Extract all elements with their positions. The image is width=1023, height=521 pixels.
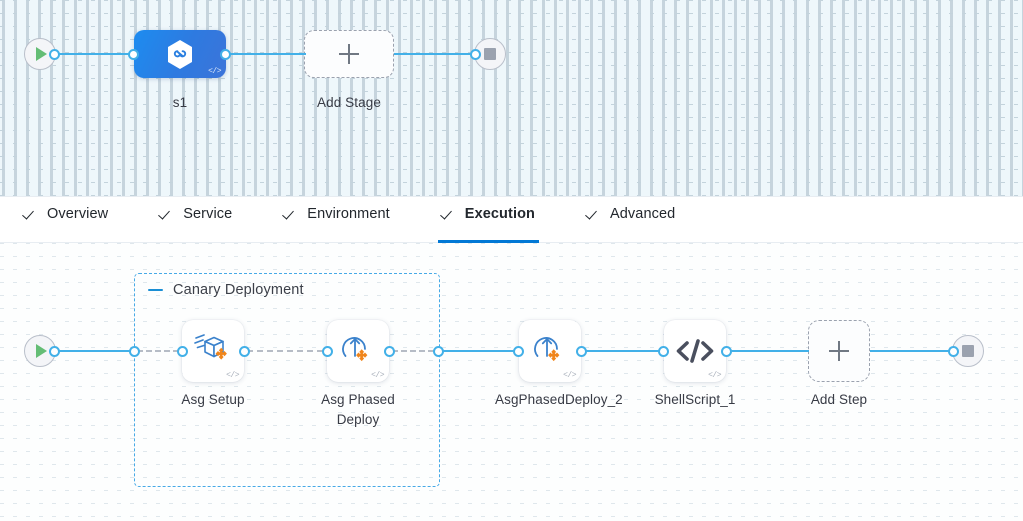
connector-group-entry-to-asg-setup: [137, 350, 179, 352]
shellscript-1-input-port[interactable]: [658, 346, 669, 357]
asg-setup-output-port[interactable]: [239, 346, 250, 357]
group-exit-port[interactable]: [433, 346, 444, 357]
tab-label: Execution: [464, 205, 535, 222]
tab-label: Advanced: [610, 205, 676, 222]
tab-service[interactable]: Service: [156, 196, 236, 242]
asg-phased-deploy-icon: [534, 337, 560, 362]
step-group-title: Canary Deployment: [173, 282, 304, 298]
connector-start-to-s1: [56, 53, 134, 55]
stage-label-s1: s1: [172, 95, 188, 110]
plus-icon: [339, 44, 359, 64]
asg-phased-deploy-2-input-port[interactable]: [513, 346, 524, 357]
tab-advanced[interactable]: Advanced: [583, 196, 679, 242]
connector-group-to-asg-phased-deploy-2: [440, 350, 515, 352]
step-node-asg-setup[interactable]: </>: [182, 320, 244, 382]
connector-s1-to-add-stage: [226, 53, 306, 55]
tab-label: Service: [183, 205, 233, 222]
connector-asg-phased-deploy-to-group-exit: [392, 350, 434, 352]
tab-overview[interactable]: Overview: [20, 196, 112, 242]
check-icon: [24, 207, 38, 221]
harness-hexagon-icon: [166, 39, 194, 70]
add-stage-label: Add Stage: [317, 95, 381, 110]
step-group-canary-deployment[interactable]: [134, 273, 440, 487]
step-node-shellscript-1[interactable]: </>: [664, 320, 726, 382]
stage-s1-output-port[interactable]: [220, 49, 231, 60]
step-node-asg-phased-deploy[interactable]: </>: [327, 320, 389, 382]
stop-icon: [484, 48, 496, 60]
asg-phased-deploy-2-output-port[interactable]: [576, 346, 587, 357]
code-badge: </>: [226, 371, 239, 380]
check-icon: [284, 207, 298, 221]
step-node-asg-phased-deploy-2[interactable]: </>: [519, 320, 581, 382]
code-badge: </>: [708, 371, 721, 380]
asg-setup-input-port[interactable]: [177, 346, 188, 357]
play-icon: [36, 344, 47, 358]
connector-asg-setup-to-asg-phased-deploy: [247, 350, 323, 352]
step-label-asg-setup: Asg Setup: [181, 392, 245, 407]
stage-config-tabs[interactable]: Overview Service Environment Execution A…: [0, 196, 1023, 243]
stage-node-s1[interactable]: </>: [134, 30, 226, 78]
asg-phased-deploy-input-port[interactable]: [322, 346, 333, 357]
step-group-header[interactable]: Canary Deployment: [148, 282, 304, 298]
connector-add-step-to-end: [870, 350, 953, 352]
check-icon: [587, 207, 601, 221]
asg-setup-icon: [194, 334, 227, 360]
start-node-port[interactable]: [49, 49, 60, 60]
shellscript-1-output-port[interactable]: [721, 346, 732, 357]
asg-phased-deploy-icon: [342, 337, 368, 362]
execution-start-port[interactable]: [49, 346, 60, 357]
step-label-shellscript-1: ShellScript_1: [654, 392, 736, 407]
minus-icon[interactable]: [148, 288, 163, 292]
code-badge: </>: [208, 67, 221, 76]
connector-start-to-group: [56, 350, 135, 352]
code-brackets-icon: [676, 339, 714, 363]
connector-shellscript-to-add-step: [729, 350, 809, 352]
tab-label: Environment: [307, 205, 390, 222]
aws-cluster-icon: [356, 349, 368, 362]
tab-environment[interactable]: Environment: [280, 196, 394, 242]
plus-icon: [829, 341, 849, 361]
tab-execution[interactable]: Execution: [437, 196, 540, 243]
play-icon: [36, 47, 47, 61]
code-badge: </>: [563, 371, 576, 380]
group-entry-port[interactable]: [129, 346, 140, 357]
add-stage-button[interactable]: [304, 30, 394, 78]
asg-phased-deploy-output-port[interactable]: [384, 346, 395, 357]
tab-label: Overview: [47, 205, 109, 222]
stop-icon: [962, 345, 974, 357]
code-badge: </>: [371, 371, 384, 380]
connector-asg-phased-deploy-2-to-shellscript: [584, 350, 660, 352]
add-step-label: Add Step: [810, 392, 868, 407]
connector-add-stage-to-end: [394, 53, 480, 55]
check-icon: [442, 207, 456, 221]
execution-canvas[interactable]: Canary Deployment: [0, 243, 1023, 521]
pipeline-canvas[interactable]: </> s1 Add Stage: [0, 0, 1023, 196]
stage-s1-input-port[interactable]: [128, 49, 139, 60]
check-icon: [160, 207, 174, 221]
step-label-asg-phased-deploy: Asg Phased Deploy: [321, 392, 395, 427]
end-node-port[interactable]: [470, 49, 481, 60]
add-step-button[interactable]: [808, 320, 870, 382]
execution-end-port[interactable]: [948, 346, 959, 357]
aws-cluster-icon: [548, 349, 560, 362]
step-label-asg-phased-deploy-2: AsgPhasedDeploy_2: [495, 392, 623, 407]
